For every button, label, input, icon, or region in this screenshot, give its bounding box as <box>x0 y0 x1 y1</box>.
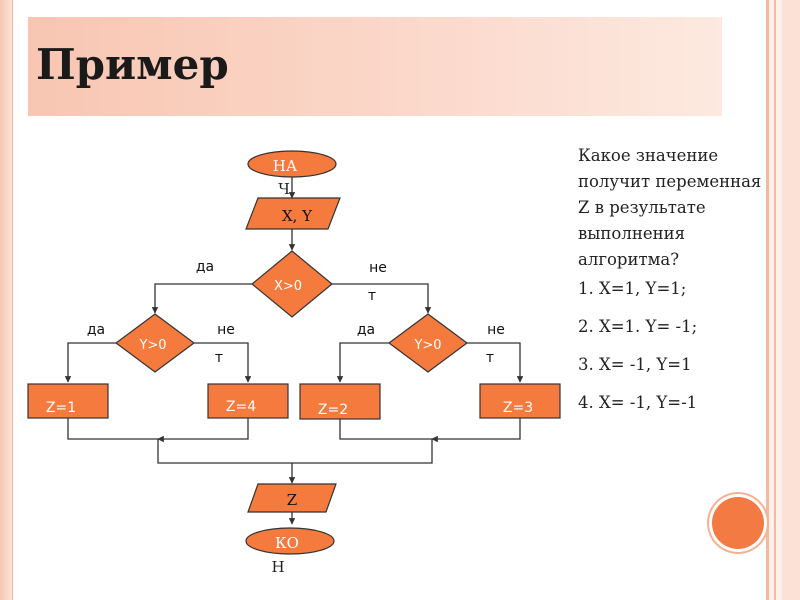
process-z4-label: Z=4 <box>226 399 256 415</box>
start-label-line2: Ч <box>278 180 290 198</box>
question-panel: Какое значение получит переменная Z в ре… <box>578 143 768 431</box>
input-block <box>245 197 341 230</box>
decorative-circle <box>712 497 764 549</box>
slide-title: Пример <box>36 40 229 89</box>
process-z4 <box>207 383 289 419</box>
decision-right <box>387 313 469 373</box>
answer-option-2: 2. X=1. Y= -1; <box>578 317 698 336</box>
start-terminator <box>247 150 337 178</box>
question-text: Какое значение получит переменная Z в ре… <box>578 146 762 269</box>
process-z1-label: Z=1 <box>46 400 76 416</box>
process-z2 <box>299 383 381 420</box>
answer-option-3: 3. X= -1, Y=1 <box>578 355 692 374</box>
output-block <box>247 483 337 513</box>
end-label-line2: Н <box>271 558 284 576</box>
process-z2-label: Z=2 <box>318 402 348 418</box>
decision-main <box>251 250 333 318</box>
process-z1 <box>27 383 109 419</box>
yes-label-right: да <box>357 322 375 338</box>
answer-option-4: 4. X= -1, Y=-1 <box>578 393 698 412</box>
end-label-line1: КО <box>275 534 299 552</box>
decision-left-label: Y>0 <box>138 338 166 353</box>
yes-label-main: да <box>196 259 214 275</box>
decision-right-label: Y>0 <box>413 338 441 353</box>
end-terminator <box>245 527 335 555</box>
flow-connectors <box>64 176 524 525</box>
answer-option-1: 1. X=1, Y=1; <box>578 279 687 298</box>
process-z3 <box>479 383 561 419</box>
process-z3-label: Z=3 <box>503 400 533 416</box>
title-band <box>28 17 722 116</box>
input-label: X, Y <box>282 207 313 225</box>
output-label: Z <box>287 491 297 509</box>
yes-label-left: да <box>87 322 105 338</box>
no-label-left-line2: т <box>215 350 223 366</box>
no-label-right-line2: т <box>486 350 494 366</box>
decision-left <box>114 313 196 373</box>
no-label-main-line2: т <box>368 288 376 304</box>
start-label-line1: НА <box>273 157 298 175</box>
no-label-main-line1: не <box>369 260 387 276</box>
left-frame <box>0 0 13 600</box>
right-frame <box>766 0 800 600</box>
decision-main-label: X>0 <box>274 279 302 294</box>
no-label-right-line1: не <box>487 322 505 338</box>
no-label-left-line1: не <box>217 322 235 338</box>
